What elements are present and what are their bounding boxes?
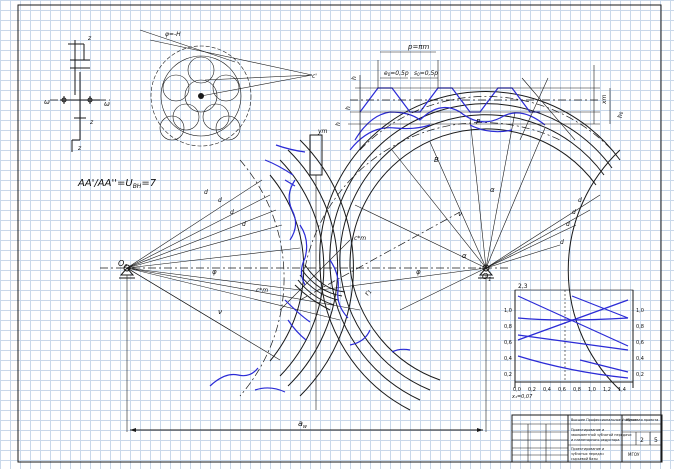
planetary-gear-view: φ=-H c': [139, 29, 317, 147]
graph-bottom-ticks: 0,0 0,2 0,4 0,6 0,8 1,0 1,2 1,4: [513, 387, 626, 393]
dw1-label: d: [566, 221, 570, 228]
title-org: Высшее Профессиональное Учебное: [571, 418, 637, 422]
graph-right-tick: 0,6: [636, 340, 644, 346]
graph-left-ticks: 1,0 0,8 0,6 0,4 0,2: [504, 308, 512, 378]
graph-left-tick: 0,2: [504, 372, 512, 378]
graph-x-note: x₁=0,07: [511, 394, 533, 400]
db1-label: d: [572, 209, 576, 216]
nu-left-label: ν: [218, 308, 222, 316]
graph-bottom-tick: 0,4: [543, 387, 551, 393]
xm-label: xm: [601, 94, 608, 105]
b-label: B: [434, 156, 439, 164]
graph-right-tick: 0,8: [636, 324, 644, 330]
title-sheet-title: Курсовая проекта: [626, 418, 658, 422]
title-line3: и планетарного редуктора: [571, 438, 619, 442]
graph-bottom-tick: 0,2: [528, 387, 536, 393]
svg-text:ω: ω: [104, 100, 110, 108]
ym-label: ym: [317, 128, 328, 135]
svg-text:c': c': [312, 73, 317, 80]
df2-label: d: [242, 221, 246, 228]
dw2-label: d: [230, 209, 234, 216]
title-block: [511, 414, 663, 463]
h-label: h: [335, 122, 342, 126]
graph-left-tick: 0,6: [504, 340, 512, 346]
gear-ratio-formula: AA'/AA''=UBH=7: [77, 178, 157, 190]
center-o1-label: O1: [482, 272, 491, 283]
hf-label: h: [351, 76, 358, 80]
title-line4: сырьевой базы: [571, 457, 598, 461]
db2-label: d: [218, 197, 222, 204]
alpha-label: α: [462, 252, 467, 260]
title-sheet-no: 2: [640, 437, 644, 444]
mesh-labels: O2 O1 p=πm e0=0,5p s0=0,5p aw r1 c*m c*m…: [118, 43, 624, 430]
graph-right-tick: 0,4: [636, 356, 644, 362]
cm-label: c*m: [354, 235, 366, 242]
h0-label: h0: [617, 111, 624, 118]
planetary-scheme: ω ω z z z: [44, 35, 110, 152]
phi-a-label: φ: [212, 268, 217, 276]
da1-label: d: [578, 197, 582, 204]
svg-text:ω: ω: [44, 98, 50, 106]
title-line2: эвольвентной зубчатой передачи: [571, 433, 631, 437]
graph-left-tick: 0,4: [504, 356, 512, 362]
phi-w-label: φ: [416, 268, 421, 276]
alpha-right-label: α: [490, 186, 495, 194]
center-o2-label: O2: [118, 259, 127, 270]
quality-graph: [514, 289, 634, 388]
aw-label: aw: [298, 419, 308, 430]
graph-right-tick: 1,0: [636, 308, 644, 314]
graph-bottom-tick: 0,0: [513, 387, 521, 393]
title-dept: МГОУ: [628, 452, 640, 457]
da2-label: d: [204, 189, 208, 196]
graph-right-ticks: 1,0 0,8 0,6 0,4 0,2: [636, 308, 644, 378]
title-line1: Проектирование и: [571, 428, 604, 432]
p-label: P: [476, 118, 481, 126]
title-sheets: 5: [654, 437, 658, 444]
ha-label: h: [345, 106, 352, 110]
svg-text:φ=-H: φ=-H: [165, 31, 181, 38]
s0-label: s0=0,5p: [414, 70, 438, 77]
cm2-label: c*m: [256, 287, 268, 294]
title-line6: зубчатых передач: [571, 452, 604, 456]
e0-label: e0=0,5p: [384, 70, 409, 77]
r1-label: r1: [363, 288, 374, 298]
graph-bottom-tick: 0,6: [558, 387, 566, 393]
graph-left-tick: 0,8: [504, 324, 512, 330]
graph-bottom-tick: 1,4: [618, 387, 626, 393]
title-line5: Проектирование и: [571, 447, 604, 451]
sheet-border: [17, 4, 662, 463]
gear-mesh: [100, 51, 621, 432]
graph-bottom-tick: 1,0: [588, 387, 596, 393]
svg-text:z: z: [77, 145, 82, 152]
graph-left-tick: 1,0: [504, 308, 512, 314]
graph-bottom-tick: 0,8: [573, 387, 581, 393]
graph-bottom-tick: 1,2: [603, 387, 611, 393]
graph-header: 2,3: [518, 283, 528, 290]
svg-text:z: z: [89, 119, 94, 126]
df1-label: d: [560, 239, 564, 246]
nu-label: ν: [458, 210, 462, 218]
pitch-label: p=πm: [407, 43, 430, 51]
svg-text:z: z: [87, 35, 92, 42]
graph-right-tick: 0,2: [636, 372, 644, 378]
